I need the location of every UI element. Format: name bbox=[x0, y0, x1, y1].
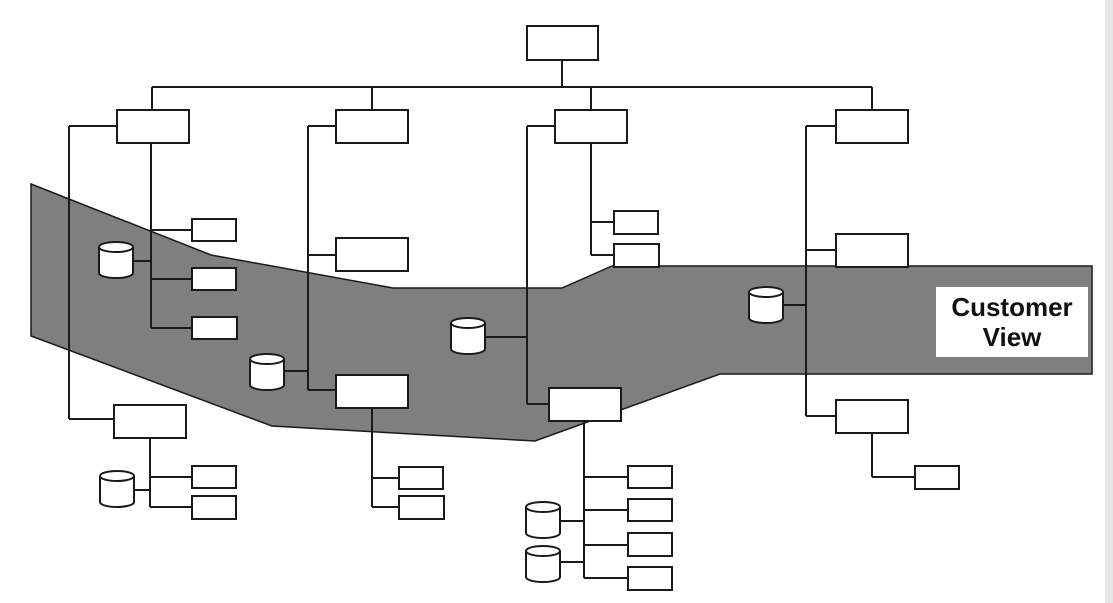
node-box bbox=[613, 210, 659, 235]
node-box bbox=[191, 316, 238, 340]
node-box bbox=[554, 109, 628, 144]
node-box bbox=[191, 218, 237, 242]
cylinder-body bbox=[98, 247, 134, 279]
cylinder-top bbox=[525, 501, 561, 513]
right-edge-strip bbox=[1105, 0, 1113, 603]
node-box bbox=[191, 495, 237, 520]
node-box bbox=[116, 109, 190, 144]
node-box bbox=[335, 374, 409, 409]
node-box bbox=[191, 465, 237, 489]
database-cylinder-icon bbox=[249, 353, 285, 391]
cylinder-top bbox=[450, 317, 486, 329]
database-cylinder-icon bbox=[98, 241, 134, 279]
node-box bbox=[335, 237, 409, 272]
cylinder-top bbox=[748, 286, 784, 298]
cylinder-top bbox=[249, 353, 285, 365]
cylinder-top bbox=[99, 470, 135, 482]
node-box bbox=[526, 25, 599, 61]
node-box bbox=[835, 399, 909, 434]
cylinder-top bbox=[98, 241, 134, 253]
node-box bbox=[613, 243, 660, 268]
cylinder-body bbox=[450, 323, 486, 355]
cylinder-body bbox=[99, 476, 135, 508]
database-cylinder-icon bbox=[525, 501, 561, 539]
node-box bbox=[627, 465, 673, 489]
node-box bbox=[548, 387, 622, 422]
label-line-1: Customer bbox=[951, 292, 1073, 322]
node-box bbox=[835, 233, 909, 268]
cylinder-body bbox=[249, 359, 285, 391]
node-box bbox=[627, 566, 673, 591]
database-cylinder-icon bbox=[748, 286, 784, 324]
cylinder-body bbox=[748, 292, 784, 324]
database-cylinder-icon bbox=[525, 545, 561, 583]
node-box bbox=[398, 495, 445, 520]
cylinder-top bbox=[525, 545, 561, 557]
node-box bbox=[398, 466, 444, 490]
cylinder-body bbox=[525, 551, 561, 583]
node-box bbox=[191, 267, 237, 291]
label-line-2: View bbox=[982, 322, 1042, 352]
customer-view-label: Customer View bbox=[936, 287, 1088, 357]
node-box bbox=[113, 404, 187, 439]
node-box bbox=[835, 109, 909, 144]
node-box bbox=[335, 109, 409, 144]
database-cylinder-icon bbox=[450, 317, 486, 355]
node-box bbox=[914, 465, 960, 490]
cylinder-body bbox=[525, 507, 561, 539]
node-box bbox=[627, 532, 673, 557]
database-cylinder-icon bbox=[99, 470, 135, 508]
customer-view-band bbox=[30, 182, 1093, 442]
node-box bbox=[627, 498, 673, 522]
